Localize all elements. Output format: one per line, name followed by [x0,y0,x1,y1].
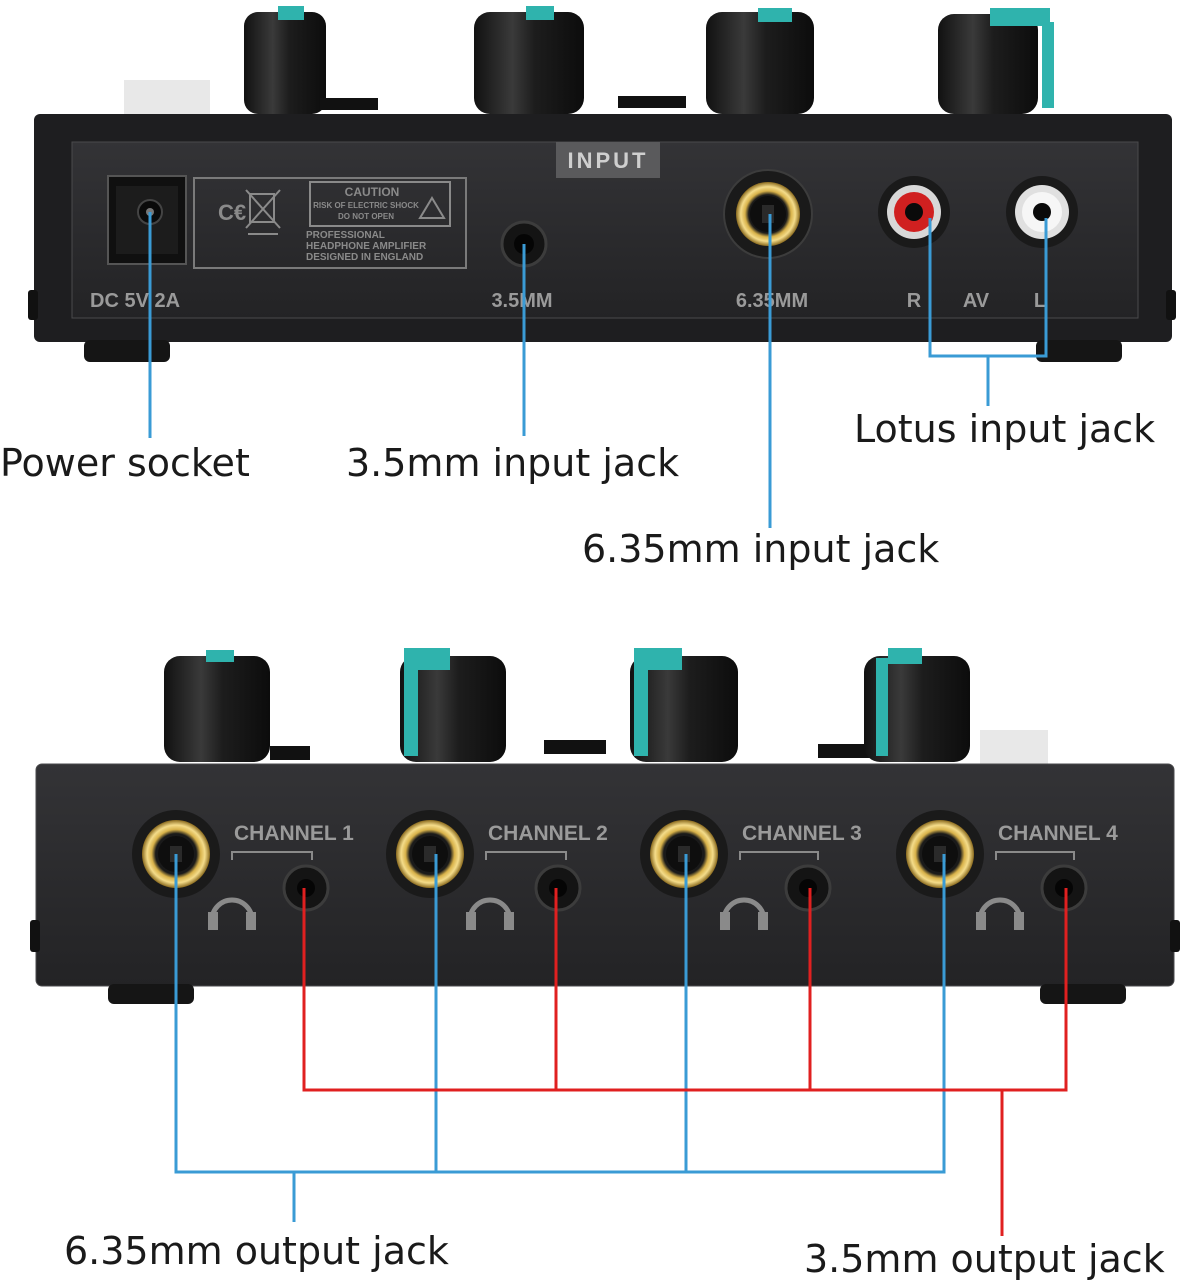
caution-label-box [193,177,467,269]
rca-right-label: R [907,290,922,312]
quarter-inch-jack-icon [723,169,813,259]
blue-output-leaders [174,854,946,1222]
channel-4-group: CHANNEL 4 [896,810,1118,930]
bottom-knob-2 [400,648,506,762]
product-line3: DESIGNED IN ENGLAND [306,252,423,263]
power-jack-icon [107,175,187,265]
caution-title: CAUTION [345,185,400,199]
bottom-knob-1 [164,650,270,762]
output-35-callout: 3.5mm output jack [804,1237,1165,1281]
top-leader-lines [148,212,1048,528]
power-socket-callout: Power socket [0,441,250,485]
power-label: DC 5V 2A [90,290,180,312]
headphone-icon [720,897,768,930]
top-knob-4 [938,8,1054,114]
bottom-chassis [35,763,1175,987]
bottom-device: CHANNEL 1 CHANNEL 2 [30,648,1180,1004]
lotus-input-callout: Lotus input jack [854,407,1156,451]
channel-3-label: CHANNEL 3 [742,822,862,845]
product-line2: HEADPHONE AMPLIFIER [306,241,427,252]
caution-line1: RISK OF ELECTRIC SHOCK [313,201,419,210]
channel-1-label: CHANNEL 1 [234,822,354,845]
red-output-leaders [302,888,1068,1236]
input-label: INPUT [568,148,649,173]
top-face-panel [71,141,1139,319]
product-line1: PROFESSIONAL [306,230,385,241]
top-knob-3 [706,8,814,114]
headphone-icon [208,897,256,930]
bottom-knob-4 [864,648,970,762]
jack-635-label: 6.35MM [736,290,808,312]
warning-icon [418,196,446,219]
headphone-icon [976,897,1024,930]
bottom-knob-3 [630,648,738,762]
top-white-block [124,80,210,118]
channel-3-group: CHANNEL 3 [640,810,862,930]
caution-line2: DO NOT OPEN [338,212,394,221]
top-foot-right [1036,340,1122,362]
input-635-callout: 6.35mm input jack [582,527,940,571]
ce-mark: C€ [218,200,246,225]
weee-bin-icon [245,189,281,235]
input-label-tab [556,142,660,178]
input-35-callout: 3.5mm input jack [346,441,680,485]
top-knob-1 [244,6,326,114]
bottom-foot-right [1040,984,1126,1004]
output-635-callout: 6.35mm output jack [64,1229,449,1273]
rca-av-label: AV [963,290,990,312]
channel-4-label: CHANNEL 4 [998,822,1118,845]
rca-left-label: L [1034,290,1046,312]
bottom-white-block [980,730,1048,764]
rca-jack-icon-left [1006,176,1078,248]
channel-2-label: CHANNEL 2 [488,822,608,845]
top-knob-2 [474,6,584,114]
bottom-foot-left [108,984,194,1004]
rca-jack-icon [878,176,950,248]
top-device: INPUT C€ CAUTION RISK OF ELECTRIC SHOCK … [28,6,1176,362]
top-foot-left [84,340,170,362]
headphone-icon [466,897,514,930]
jack-35-label: 3.5MM [491,290,552,312]
channel-2-group: CHANNEL 2 [386,810,608,930]
